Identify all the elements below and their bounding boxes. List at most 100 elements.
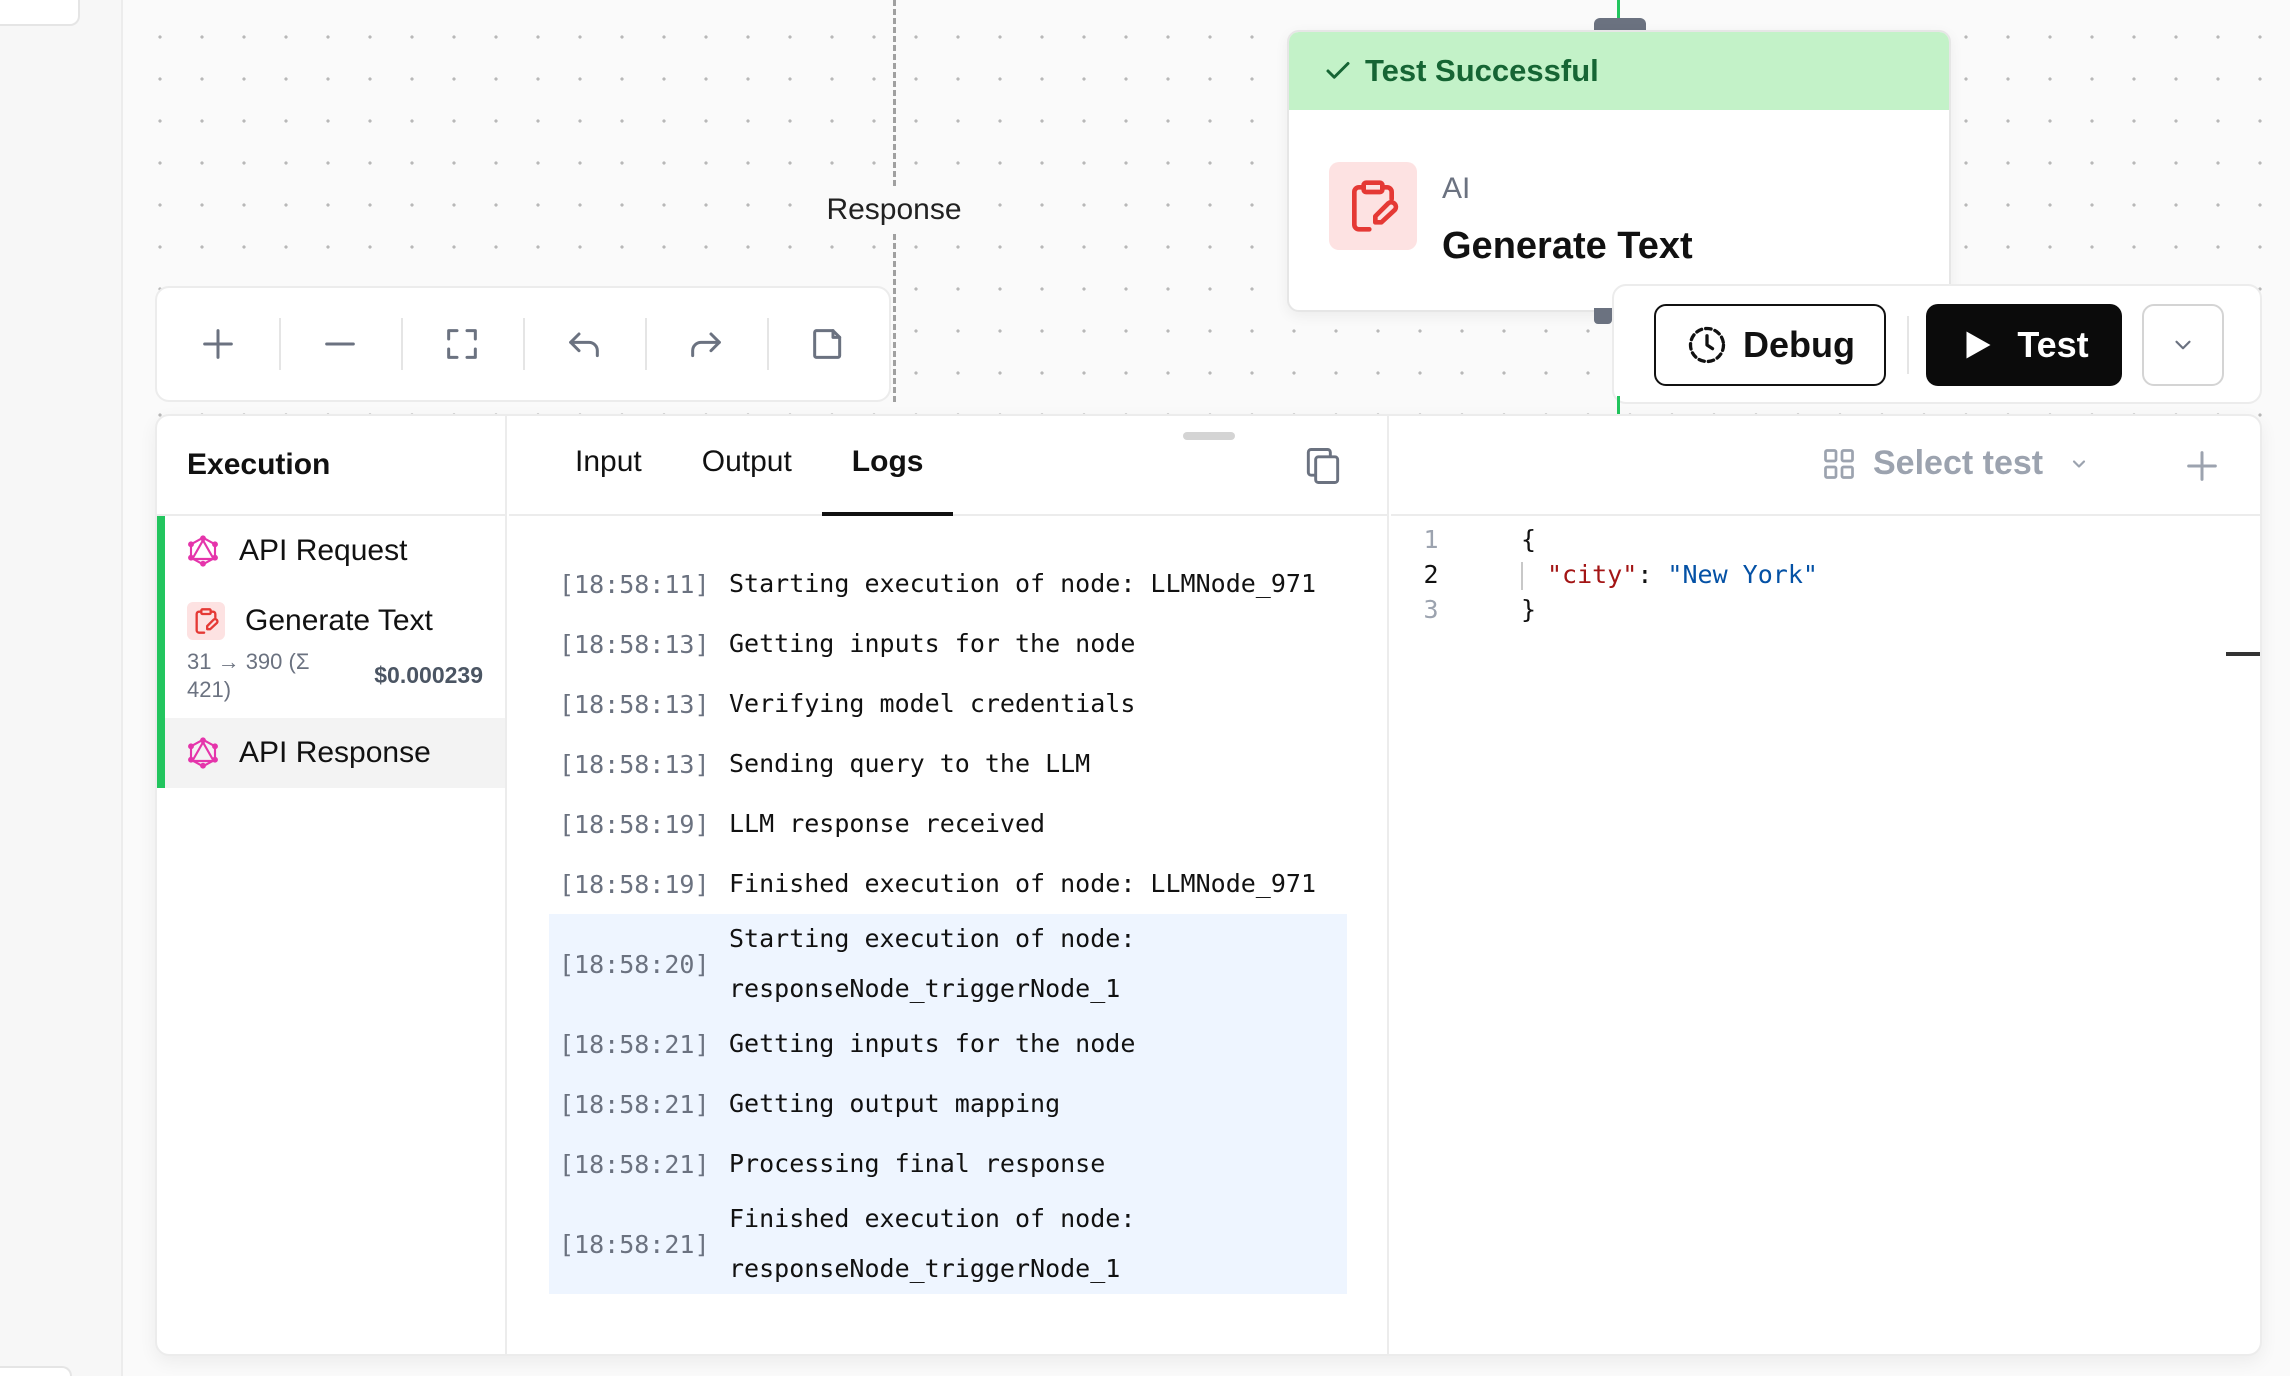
execution-header: Execution — [157, 416, 505, 516]
indent-guide — [1521, 562, 1523, 590]
clipboard-edit-icon — [1329, 162, 1417, 250]
tab-input[interactable]: Input — [575, 445, 642, 478]
log-timestamp: [18:58:21] — [559, 1149, 710, 1179]
log-timestamp: [18:58:13] — [559, 629, 710, 659]
debug-button-label: Debug — [1743, 324, 1855, 365]
test-output-column: Select test 1 { 2 "city": "New York" 3 } — [1391, 416, 2262, 1354]
log-message: Finished execution of node: LLMNode_971 — [729, 869, 1316, 898]
canvas-toolbar — [155, 286, 891, 402]
log-timestamp: [18:58:11] — [559, 569, 710, 599]
add-test-button[interactable] — [2182, 446, 2222, 486]
log-message: Getting inputs for the node — [729, 629, 1136, 658]
log-message: Getting inputs for the node — [729, 1029, 1136, 1058]
log-entry: [18:58:21] Processing final response — [549, 1134, 1347, 1194]
node-output-handle[interactable] — [1594, 308, 1612, 324]
json-separator: : — [1637, 560, 1668, 589]
line-number: 1 — [1423, 525, 1439, 554]
log-message: Starting execution of node: LLMNode_971 — [729, 569, 1316, 598]
zoom-in-button[interactable] — [157, 286, 279, 402]
edge-label: Response — [808, 188, 980, 232]
edge-connection-bottom — [1617, 396, 1620, 414]
node-category: AI — [1442, 172, 1471, 205]
log-message: Starting execution of node: responseNode… — [729, 924, 1136, 1003]
log-timestamp: [18:58:21] — [559, 1029, 710, 1059]
actions-divider — [1907, 316, 1909, 374]
log-timestamp: [18:58:19] — [559, 869, 710, 899]
redo-icon — [691, 332, 721, 358]
left-sidebar-edge — [0, 0, 123, 1376]
log-entry: [18:58:13]Sending query to the LLM — [549, 734, 1347, 794]
code-line: 1 { — [1391, 522, 2262, 557]
log-timestamp: [18:58:19] — [559, 809, 710, 839]
node-title: Generate Text — [1442, 225, 1693, 267]
generate-text-node[interactable]: Test Successful AI Generate Text — [1287, 30, 1951, 312]
minus-icon — [325, 342, 355, 346]
panel-resize-handle[interactable] — [1183, 432, 1235, 440]
sidebar-tab-bottom[interactable] — [0, 1366, 72, 1376]
debug-button[interactable]: Debug — [1654, 304, 1886, 386]
select-test-dropdown[interactable]: Select test — [1821, 444, 2089, 483]
tab-output[interactable]: Output — [701, 445, 792, 478]
chevron-down-icon — [2175, 340, 2191, 350]
execution-column: Execution API Request Generate Text 31 →… — [157, 416, 507, 1354]
test-options-dropdown[interactable] — [2142, 304, 2224, 386]
code-line: 3 } — [1391, 592, 2262, 627]
token-usage: 31 → 390 (Σ 421) — [187, 649, 310, 702]
json-editor[interactable]: 1 { 2 "city": "New York" 3 } — [1391, 516, 2262, 656]
history-icon — [1688, 326, 1726, 364]
panel-tabs: Input Output Logs — [509, 416, 1387, 516]
copy-icon[interactable] — [1301, 444, 1345, 488]
log-entry: [18:58:21] Getting inputs for the node — [549, 1014, 1347, 1074]
log-message: Processing final response — [729, 1149, 1106, 1178]
execution-item-label: API Response — [239, 736, 431, 769]
node-status-text: Test Successful — [1365, 53, 1599, 88]
graphql-icon — [188, 535, 218, 567]
log-entry: [18:58:21] Finished execution of node: re… — [549, 1194, 1347, 1294]
minimap-indicator — [2226, 652, 2260, 656]
log-message: LLM response received — [729, 809, 1046, 838]
log-entry: [18:58:13] Getting inputs for the node — [549, 614, 1347, 674]
log-entry: [18:58:19] Finished execution of node: LL… — [549, 854, 1347, 914]
log-timestamp: [18:58:13] — [559, 749, 710, 779]
test-run-panel: Execution API Request Generate Text 31 →… — [155, 414, 2262, 1356]
execution-item-api-request[interactable]: API Request — [157, 516, 505, 586]
fit-view-button[interactable] — [401, 286, 523, 402]
log-timestamp: [18:58:21] — [559, 1229, 710, 1259]
note-icon — [813, 329, 842, 359]
code-text: "city": "New York" — [1471, 557, 1818, 592]
node-status-banner: Test Successful — [1289, 32, 1949, 110]
log-entry: [18:58:11] Starting execution of node: LL… — [549, 554, 1347, 614]
redo-button[interactable] — [645, 286, 767, 402]
log-entry: [18:58:20] Starting execution of node: re… — [549, 914, 1347, 1014]
execution-item-api-response[interactable]: API Response — [157, 718, 505, 788]
test-actions-bar: Debug Test — [1612, 284, 2262, 404]
logs-column: Input Output Logs [18:58:11] Starting exe… — [509, 416, 1389, 1354]
add-note-button[interactable] — [767, 286, 889, 402]
log-message: Finished execution of node: responseNode… — [729, 1204, 1136, 1283]
log-entry: [18:58:21]Getting output mapping — [549, 1074, 1347, 1134]
code-line: 2 "city": "New York" — [1391, 557, 2262, 592]
line-number: 3 — [1423, 595, 1439, 624]
undo-button[interactable] — [523, 286, 645, 402]
zoom-out-button[interactable] — [279, 286, 401, 402]
code-text: } — [1521, 595, 1537, 624]
grid-icon — [1824, 448, 1854, 479]
test-selector-header: Select test — [1391, 416, 2262, 516]
select-test-label: Select test — [1873, 444, 2044, 482]
sidebar-tab-top[interactable] — [0, 0, 80, 26]
execution-item-label: API Request — [239, 534, 408, 567]
execution-item-generate-text[interactable]: Generate Text 31 → 390 (Σ 421) $0.000239 — [157, 586, 505, 718]
chevron-down-icon — [2073, 459, 2086, 468]
json-key: "city" — [1547, 560, 1638, 589]
plus-icon — [203, 329, 233, 359]
execution-item-label: Generate Text — [245, 604, 433, 637]
log-timestamp: [18:58:13] — [559, 689, 710, 719]
play-icon — [1966, 331, 1991, 359]
log-timestamp: [18:58:20] — [559, 949, 710, 979]
code-text: { — [1521, 525, 1537, 554]
log-message: Verifying model credentials — [729, 689, 1136, 718]
tab-logs[interactable]: Logs — [821, 414, 954, 516]
edge-connection-top — [1617, 0, 1620, 28]
log-list: [18:58:11] Starting execution of node: LL… — [509, 516, 1387, 1294]
test-button[interactable]: Test — [1926, 304, 2122, 386]
